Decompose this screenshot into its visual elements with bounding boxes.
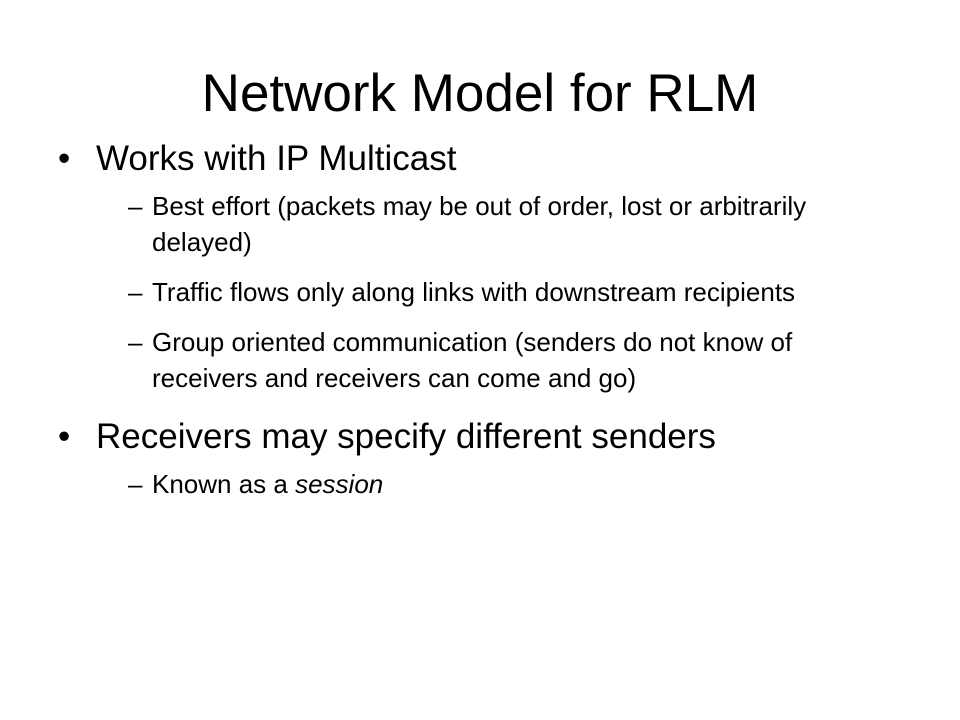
sub-bullet-traffic-flows: – Traffic flows only along links with do… xyxy=(128,274,918,310)
bullet-works-with-ip-multicast: • Works with IP Multicast xyxy=(58,138,918,180)
bullet-dot-icon: • xyxy=(58,417,71,456)
bullet-dot-icon: • xyxy=(58,139,71,178)
bullet-text: Works with IP Multicast xyxy=(96,139,457,178)
dash-icon: – xyxy=(128,191,143,221)
sub-bullet-known-as-session: – Known as a session xyxy=(128,466,918,502)
sub-bullet-text: Traffic flows only along links with down… xyxy=(152,277,796,307)
dash-icon: – xyxy=(128,469,143,499)
dash-icon: – xyxy=(128,277,143,307)
slide-content: • Works with IP Multicast – Best effort … xyxy=(58,138,918,516)
sub-bullet-emphasis: session xyxy=(295,469,384,499)
bullet-text: Receivers may specify different senders xyxy=(96,417,716,456)
sub-bullet-group-oriented: – Group oriented communication (senders … xyxy=(128,324,918,396)
sub-bullet-prefix: Known as a xyxy=(152,469,296,499)
sub-bullet-text: Known as a session xyxy=(152,466,892,502)
sub-bullet-text: Best effort (packets may be out of order… xyxy=(152,191,807,257)
sub-bullet-best-effort: – Best effort (packets may be out of ord… xyxy=(128,188,918,260)
sub-bullet-text: Group oriented communication (senders do… xyxy=(152,327,793,393)
dash-icon: – xyxy=(128,327,143,357)
slide-title: Network Model for RLM xyxy=(201,64,759,123)
bullet-receivers-may-specify: • Receivers may specify different sender… xyxy=(58,416,918,458)
